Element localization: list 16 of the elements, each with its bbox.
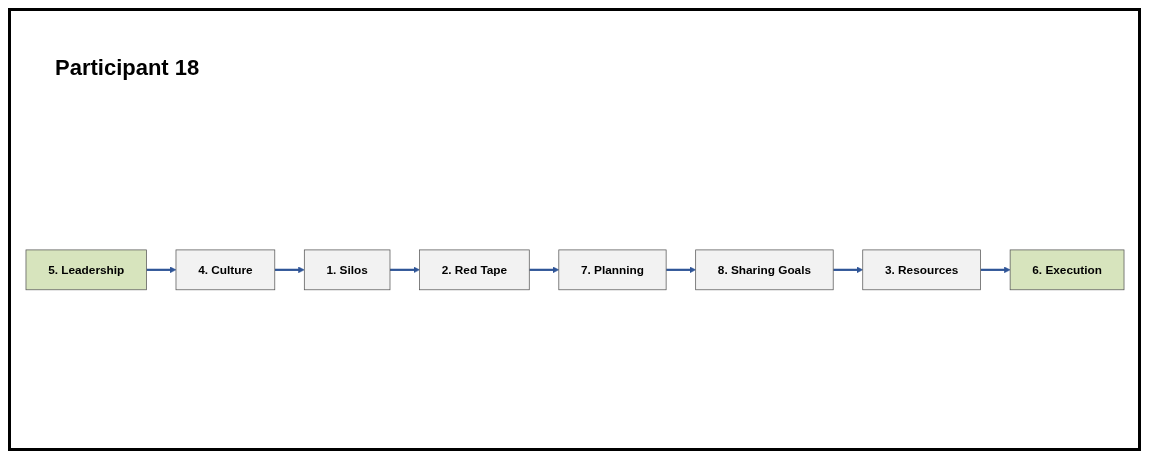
arrow <box>833 266 864 274</box>
arrow <box>529 266 560 274</box>
node-box: 8. Sharing Goals <box>695 249 834 291</box>
arrow <box>666 266 696 274</box>
node-box: 7. Planning <box>558 249 667 291</box>
node-box: 2. Red Tape <box>419 249 530 291</box>
arrow <box>274 266 305 274</box>
arrow <box>980 266 1011 274</box>
node-box: 1. Silos <box>303 249 391 291</box>
node-box: 5. Leadership <box>25 249 147 291</box>
arrow <box>146 266 177 274</box>
diagram-title: Participant 18 <box>55 55 200 81</box>
node-box: 4. Culture <box>175 249 276 291</box>
arrow <box>390 266 420 274</box>
node-box: 6. Execution <box>1009 249 1125 291</box>
node-box: 3. Resources <box>862 249 981 291</box>
